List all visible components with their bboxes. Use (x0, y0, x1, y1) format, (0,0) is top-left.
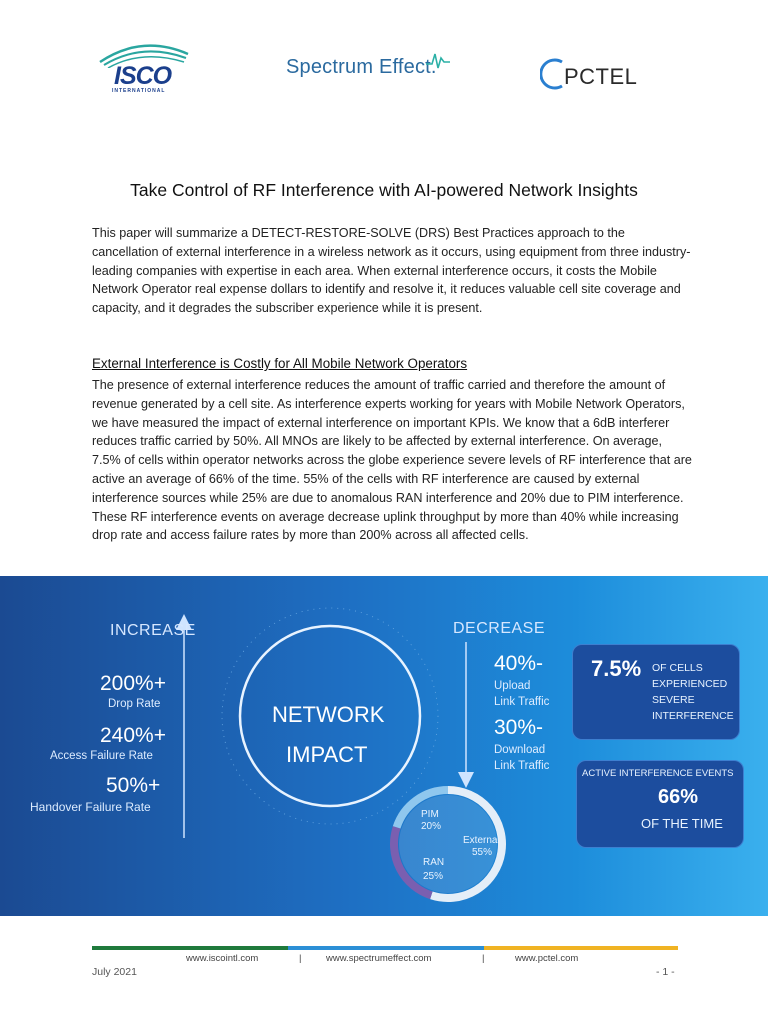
footer-separator-1: | (299, 953, 302, 964)
ring-slice-external (430, 786, 506, 902)
network-impact-infographic: INCREASE DECREASE 200%+ Drop Rate 240%+ … (0, 576, 768, 916)
pim-slice-label: PIM (421, 809, 439, 820)
header-logos: ISCO INTERNATIONAL Spectrum Effect. PCTE… (0, 0, 768, 130)
decrease-label: DECREASE (453, 620, 546, 637)
external-slice-value: 55% (472, 847, 493, 858)
pulse-icon (426, 53, 450, 69)
center-line2: IMPACT (286, 742, 368, 767)
access-failure-label: Access Failure Rate (50, 750, 153, 762)
iscointl-link[interactable]: www.iscointl.com (186, 953, 259, 964)
upload-traffic-label2: Link Traffic (494, 696, 550, 708)
upload-traffic-label1: Upload (494, 680, 531, 692)
download-traffic-value: 30%- (494, 716, 544, 739)
box1-line4: INTERFERENCE (652, 710, 734, 722)
active-events-box (576, 760, 744, 848)
tick-ring (221, 607, 439, 825)
download-traffic-label2: Link Traffic (494, 760, 550, 772)
up-arrow-icon (176, 614, 192, 630)
network-impact-circle (238, 624, 422, 808)
spectrumeffect-link[interactable]: www.spectrumeffect.com (326, 953, 432, 964)
upload-traffic-value: 40%- (494, 652, 544, 675)
severe-cells-value: 7.5% (591, 656, 642, 681)
box2-caption: OF THE TIME (641, 816, 723, 831)
handover-failure-value: 50%+ (106, 774, 161, 797)
active-events-value: 66% (658, 786, 699, 808)
increase-label: INCREASE (110, 622, 196, 639)
download-traffic-label1: Download (494, 744, 546, 756)
document-title: Take Control of RF Interference with AI-… (130, 180, 638, 200)
drop-rate-value: 200%+ (100, 672, 166, 695)
box2-title: ACTIVE INTERFERENCE EVENTS (582, 768, 734, 779)
isco-wordmark: ISCO (114, 62, 172, 90)
page-number: - 1 - (656, 966, 675, 978)
section-paragraph: The presence of external interference re… (92, 378, 692, 543)
footer-bar-blue (288, 946, 484, 950)
section-heading: External Interference is Costly for All … (92, 356, 467, 371)
pctel-arc-icon (540, 58, 563, 90)
handover-failure-label: Handover Failure Rate (30, 800, 151, 814)
ring-slice-pim (392, 786, 449, 829)
ring-inner (399, 795, 497, 893)
footer-bar-green (92, 946, 288, 950)
isco-subtitle: INTERNATIONAL (112, 88, 166, 94)
footer-bar-yellow (484, 946, 678, 950)
center-line1: NETWORK (272, 702, 385, 727)
external-slice-label: External (463, 835, 500, 846)
interference-source-ring (390, 786, 506, 902)
spectrum-effect-wordmark: Spectrum Effect. (286, 56, 437, 78)
pctel-link[interactable]: www.pctel.com (515, 953, 579, 964)
pim-slice-value: 20% (421, 821, 442, 832)
drop-rate-label: Drop Rate (108, 698, 161, 710)
box1-line3: SEVERE (652, 694, 695, 706)
intro-paragraph: This paper will summarize a DETECT-RESTO… (92, 226, 691, 316)
footer-date: July 2021 (92, 966, 137, 978)
box1-line2: EXPERIENCED (652, 678, 728, 690)
section-heading-text: External Interference is Costly for All … (92, 356, 468, 371)
severe-interference-box (572, 644, 740, 740)
spectrum-effect-logo: Spectrum Effect. (286, 53, 450, 90)
ring-slice-ran (390, 826, 433, 900)
pctel-wordmark: PCTEL (564, 64, 638, 89)
ran-slice-label: RAN (423, 857, 445, 868)
footer-separator-2: | (482, 953, 485, 964)
ran-slice-value: 25% (423, 871, 444, 882)
isco-arc-icon (99, 44, 189, 68)
box1-line1: OF CELLS (652, 662, 703, 674)
down-arrow-icon (458, 772, 474, 788)
footer-color-bar (92, 946, 678, 950)
access-failure-value: 240%+ (100, 724, 166, 747)
isco-logo: ISCO INTERNATIONAL (96, 36, 192, 96)
